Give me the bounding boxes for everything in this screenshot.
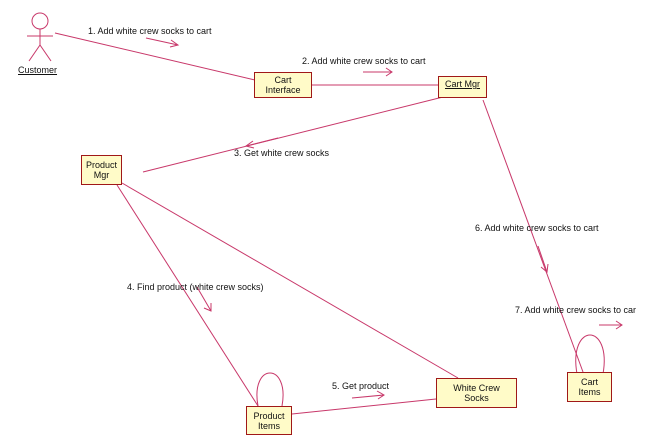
message-label-2: 2. Add white crew socks to cart bbox=[302, 56, 426, 66]
cart-mgr-object: Cart Mgr bbox=[438, 76, 487, 98]
message-arrow-5 bbox=[351, 390, 385, 400]
link-product-mgr-white-crew-socks bbox=[121, 182, 459, 379]
cart-items-label-line1: Cart bbox=[580, 377, 598, 387]
self-loop-product-items bbox=[256, 372, 284, 407]
message-arrow-1 bbox=[145, 37, 180, 48]
message-label-5: 5. Get product bbox=[332, 381, 390, 391]
link-cart-mgr-cart-items bbox=[482, 99, 584, 373]
message-label-4: 4. Find product (white crew socks) bbox=[127, 282, 264, 292]
cart-interface-label-line1: Cart bbox=[274, 75, 292, 85]
cart-interface-object: Cart Interface bbox=[254, 72, 312, 98]
message-arrow-6 bbox=[537, 245, 549, 273]
product-mgr-object: Product Mgr bbox=[81, 155, 122, 185]
message-label-3: 3. Get white crew socks bbox=[234, 148, 330, 158]
self-loop-cart-items bbox=[575, 334, 605, 375]
cart-interface-label-line2: Interface bbox=[265, 85, 301, 95]
message-label-1: 1. Add white crew socks to cart bbox=[88, 26, 212, 36]
link-cart-mgr-product-mgr bbox=[142, 96, 444, 173]
message-arrow-7 bbox=[599, 320, 623, 330]
product-items-object: Product Items bbox=[246, 406, 292, 435]
product-mgr-label-line1: Product bbox=[85, 160, 118, 170]
white-crew-socks-label-line1: White Crew bbox=[453, 383, 500, 393]
link-product-items-white-crew-socks bbox=[291, 398, 437, 415]
link-product-mgr-product-items bbox=[116, 184, 259, 407]
message-arrow-4 bbox=[196, 286, 212, 312]
cart-items-label-line2: Items bbox=[578, 387, 601, 397]
white-crew-socks-label-line2: Socks bbox=[464, 393, 489, 403]
product-mgr-label-line2: Mgr bbox=[93, 170, 110, 180]
link-customer-cart-interface bbox=[54, 32, 256, 81]
message-arrow-3 bbox=[244, 137, 279, 149]
message-label-7: 7. Add white crew socks to car bbox=[515, 305, 637, 315]
message-arrow-2 bbox=[363, 67, 393, 77]
customer-actor-label: Customer bbox=[18, 65, 58, 75]
customer-actor-figure bbox=[27, 12, 53, 62]
cart-mgr-label: Cart Mgr bbox=[444, 79, 480, 89]
message-label-6: 6. Add white crew socks to cart bbox=[475, 223, 599, 233]
cart-items-object: Cart Items bbox=[567, 372, 612, 402]
white-crew-socks-object: White Crew Socks bbox=[436, 378, 517, 408]
product-items-label-line1: Product bbox=[253, 410, 285, 421]
product-items-label-line2: Items bbox=[257, 420, 280, 431]
